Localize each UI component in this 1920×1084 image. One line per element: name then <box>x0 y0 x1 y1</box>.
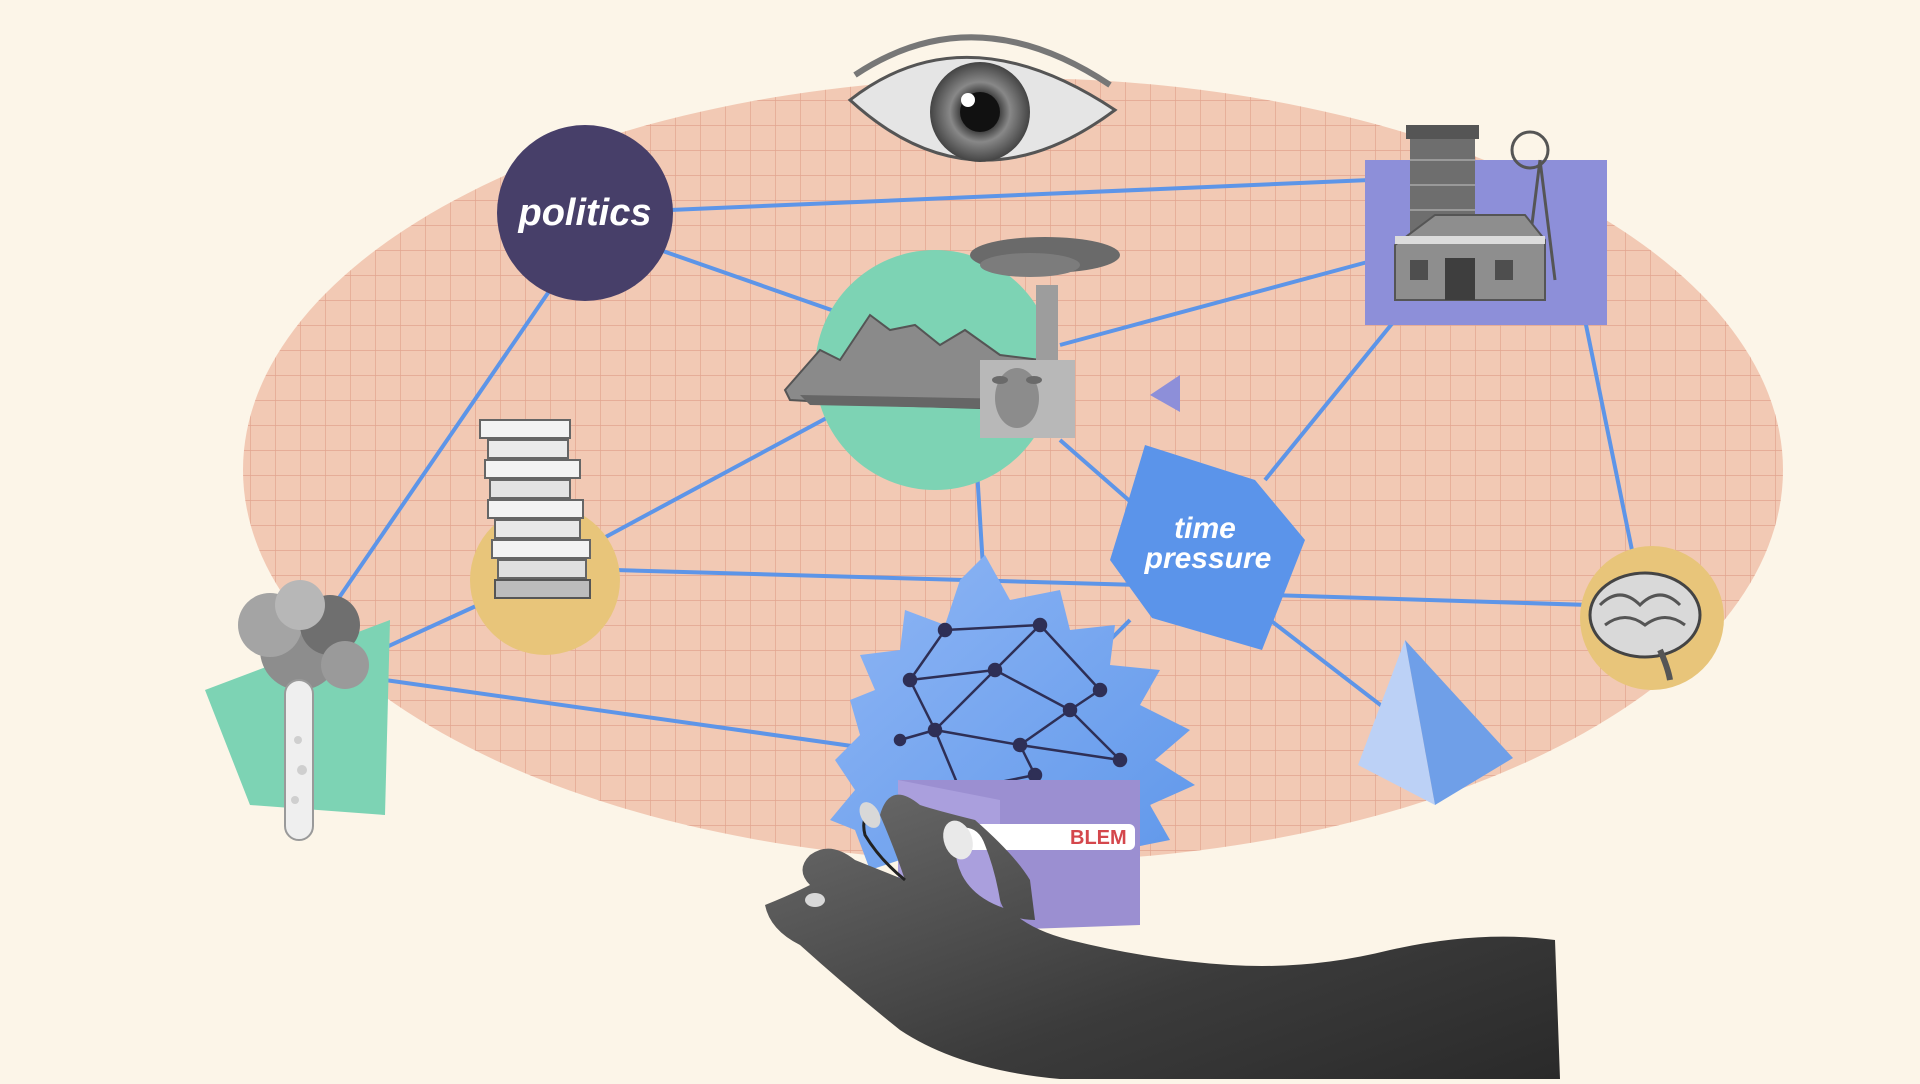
network-graph-icon <box>893 617 1128 797</box>
pressure-label: pressure <box>1144 542 1272 575</box>
pyramid-icon <box>1358 640 1513 805</box>
landscape-cluster <box>783 237 1180 490</box>
books-stack-icon <box>470 419 620 655</box>
box-label-right: BLEM <box>1070 827 1127 849</box>
eye-icon <box>847 34 1118 162</box>
politics-label: politics <box>517 192 651 234</box>
smoke-cloud-icon <box>238 580 369 690</box>
time-pressure-shape: time pressure <box>1110 445 1305 650</box>
time-label: time <box>1174 512 1236 545</box>
test-tube-cluster <box>205 580 390 841</box>
cow-icon <box>980 360 1075 438</box>
small-triangle-icon <box>1150 375 1180 412</box>
building-cluster <box>1365 125 1607 325</box>
brain-icon <box>1588 571 1702 681</box>
brain-cluster <box>1580 546 1724 690</box>
test-tube-icon <box>284 679 314 841</box>
hand-icon <box>765 794 1560 1079</box>
politics-circle: politics <box>497 125 673 301</box>
